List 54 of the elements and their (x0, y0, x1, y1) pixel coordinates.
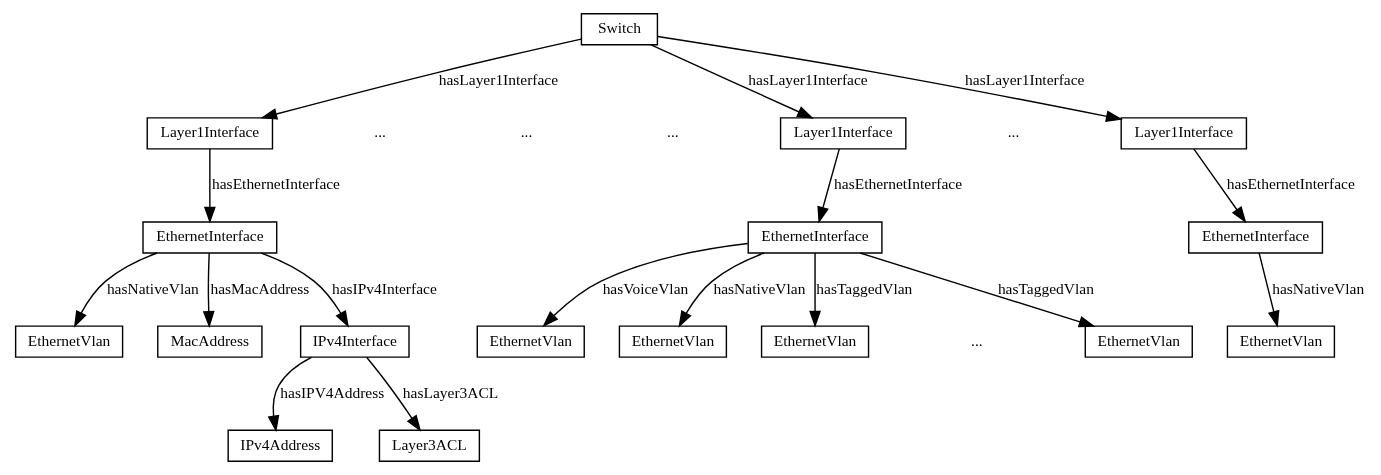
node-box: EthernetInterface (142, 221, 278, 254)
arrow (809, 252, 821, 328)
arrow (678, 252, 765, 328)
edge-label: hasLayer1Interface (748, 71, 868, 89)
edge-label: hasEthernetInterface (1226, 175, 1355, 193)
edge-label: hasNativeVlan (713, 279, 806, 297)
arrow (1193, 148, 1247, 224)
arrow (656, 35, 1123, 123)
arrow (260, 38, 582, 120)
node-box: EthernetVlan (618, 325, 728, 358)
edge-label: hasVoiceVlan (602, 279, 689, 297)
label: ... (374, 123, 386, 141)
edge-label: hasNativeVlan (106, 279, 199, 297)
arrow (365, 356, 422, 432)
node-box: IPv4Interface (299, 325, 410, 358)
arrow (859, 252, 1096, 328)
node-box: EthernetVlan (1084, 325, 1193, 358)
edge-label: hasLayer1Interface (438, 71, 559, 89)
edge-label: hasLayer1Interface (965, 71, 1085, 89)
node-box: EthernetVlan (760, 325, 870, 358)
arrow (267, 356, 313, 433)
arrow (817, 148, 840, 224)
arrow (203, 148, 216, 224)
node-box: MacAddress (157, 325, 263, 358)
edge-label: hasTaggedVlan (997, 279, 1094, 297)
node-box: EthernetVlan (476, 325, 585, 358)
node-box: EthernetInterface (747, 221, 883, 254)
arrow (73, 252, 158, 328)
label: ... (971, 331, 983, 349)
node-box: Layer3ACL (378, 429, 481, 462)
arrow (649, 44, 814, 119)
edge-label: hasNativeVlan (1272, 279, 1365, 297)
arrow (202, 252, 215, 328)
arrow (1258, 252, 1280, 328)
node-box: Layer1Interface (146, 117, 274, 150)
node-box: EthernetVlan (1226, 325, 1336, 358)
label: ... (1007, 123, 1020, 141)
arrow (542, 242, 749, 328)
edge-label: hasTaggedVlan (816, 279, 913, 297)
node-box: Layer1Interface (779, 117, 907, 150)
edge-label: hasIPv4Interface (331, 279, 437, 297)
label: ... (520, 123, 533, 141)
edge-label: hasEthernetInterface (834, 175, 963, 193)
edge-label: hasLayer3ACL (402, 383, 499, 401)
node-box: Switch (580, 13, 659, 46)
edge-label: hasMacAddress (210, 279, 310, 297)
node-box: EthernetInterface (1188, 221, 1324, 254)
edge-label: hasIPV4Address (280, 383, 385, 401)
label: ... (667, 123, 679, 141)
arrow (260, 252, 349, 328)
node-box: Layer1Interface (1120, 117, 1248, 150)
node-box: EthernetVlan (14, 325, 124, 358)
node-box: IPv4Address (227, 429, 333, 462)
edge-label: hasEthernetInterface (212, 175, 340, 193)
